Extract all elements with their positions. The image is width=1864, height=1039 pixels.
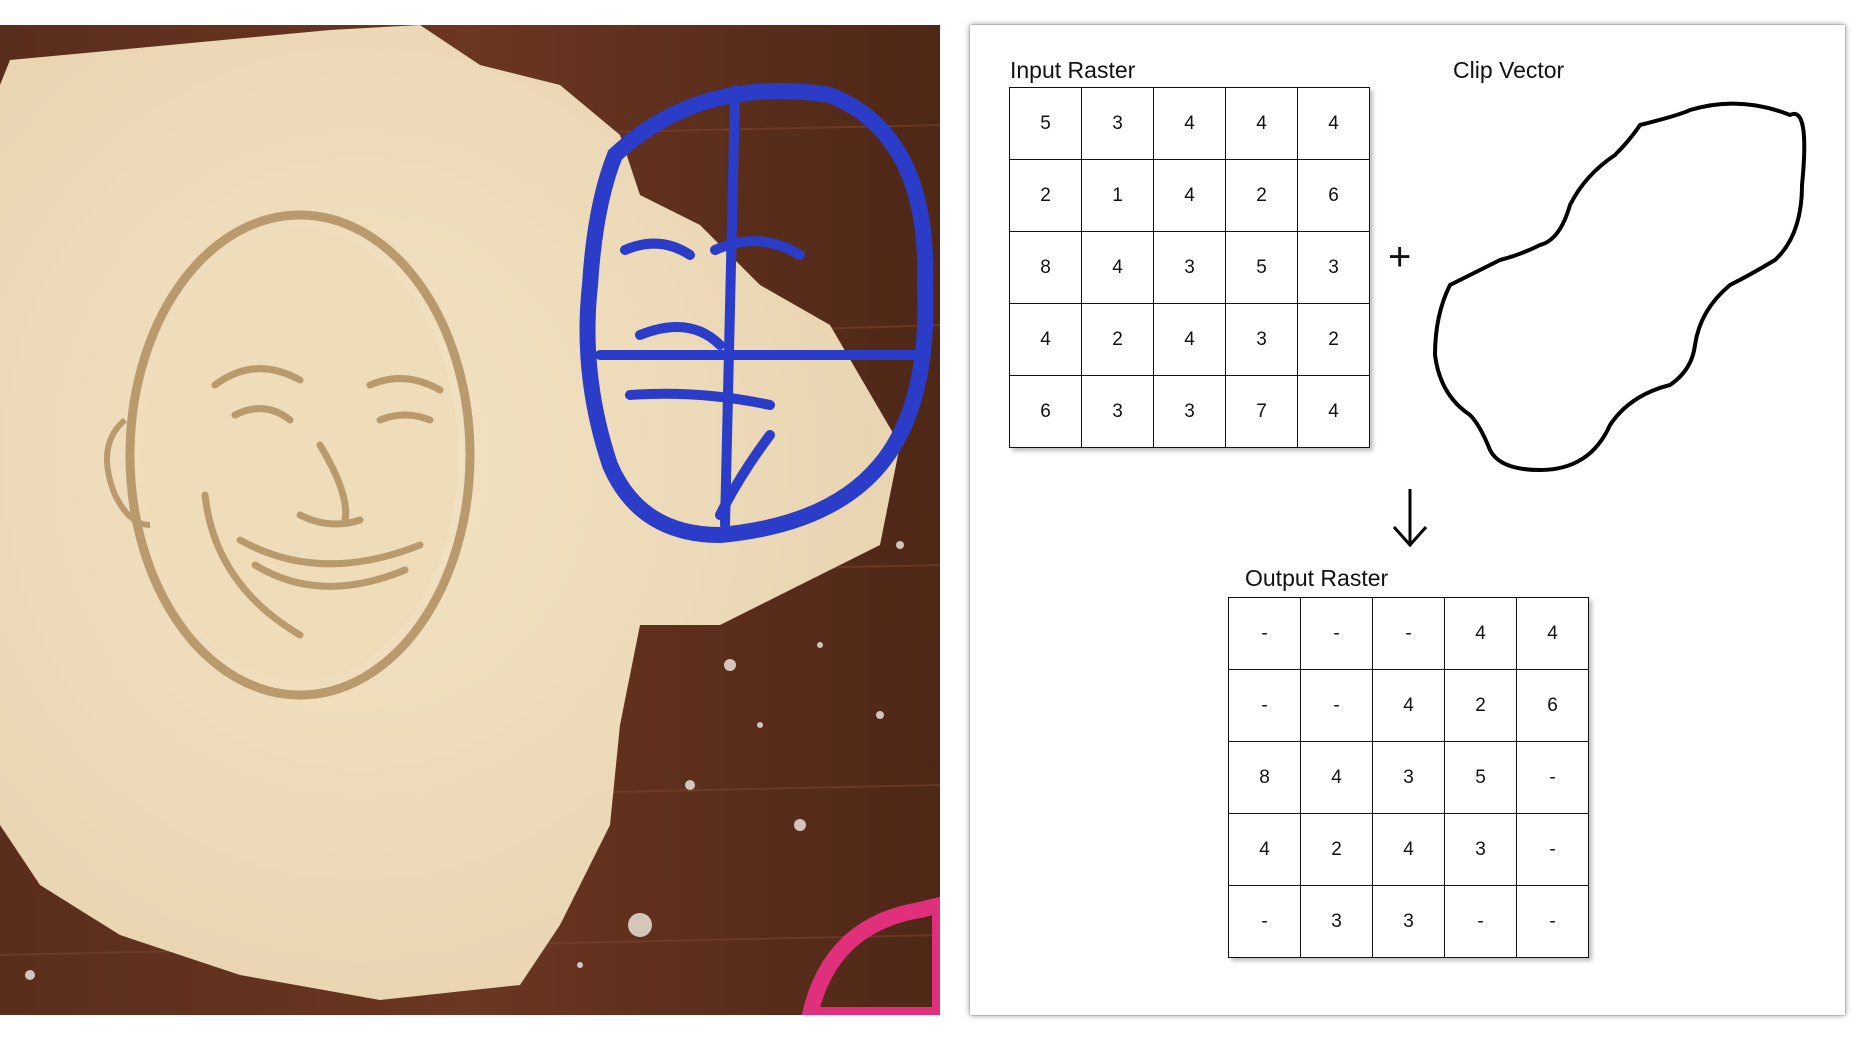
output-raster-cell: 2	[1301, 814, 1373, 886]
output-raster-cell: 8	[1229, 742, 1301, 814]
cookie-cutter-photo	[0, 25, 940, 1015]
output-raster-cell: -	[1517, 886, 1589, 958]
output-raster-cell: 4	[1517, 598, 1589, 670]
output-raster-label: Output Raster	[1245, 565, 1389, 591]
input-raster-cell: 4	[1154, 88, 1226, 160]
input-raster-cell: 4	[1298, 376, 1370, 448]
output-raster-cell: -	[1373, 598, 1445, 670]
output-raster-cell: -	[1445, 886, 1517, 958]
input-raster-cell: 2	[1298, 304, 1370, 376]
input-raster-cell: 3	[1082, 88, 1154, 160]
input-raster-cell: 3	[1226, 304, 1298, 376]
face-impression	[104, 210, 475, 700]
input-raster-cell: 5	[1226, 232, 1298, 304]
input-raster-cell: 3	[1082, 376, 1154, 448]
input-raster-cell: 4	[1154, 160, 1226, 232]
output-raster-cell: -	[1229, 598, 1301, 670]
output-raster-cell: -	[1301, 598, 1373, 670]
input-raster-cell: 3	[1154, 376, 1226, 448]
input-raster-cell: 2	[1082, 304, 1154, 376]
input-raster-cell: 2	[1010, 160, 1082, 232]
input-raster-cell: 1	[1082, 160, 1154, 232]
down-arrow-icon	[1392, 489, 1428, 548]
output-raster-cell: -	[1517, 814, 1589, 886]
blue-cookie-cutter	[579, 83, 934, 544]
input-raster-cell: 3	[1154, 232, 1226, 304]
output-raster-cell: -	[1229, 670, 1301, 742]
output-raster-cell: 2	[1445, 670, 1517, 742]
clip-vector-label: Clip Vector	[1453, 57, 1565, 83]
input-raster-cell: 6	[1010, 376, 1082, 448]
output-raster-cell: 3	[1373, 886, 1445, 958]
output-raster-cell: 4	[1229, 814, 1301, 886]
output-raster-cell: 3	[1301, 886, 1373, 958]
output-raster-cell: 4	[1445, 598, 1517, 670]
input-raster-cell: 5	[1010, 88, 1082, 160]
output-raster-cell: 5	[1445, 742, 1517, 814]
output-raster-cell: 4	[1301, 742, 1373, 814]
input-raster-cell: 4	[1082, 232, 1154, 304]
input-raster-cell: 4	[1154, 304, 1226, 376]
output-raster-cell: 3	[1373, 742, 1445, 814]
clip-vector-shape	[1433, 101, 1807, 472]
input-raster-cell: 7	[1226, 376, 1298, 448]
input-raster-cell: 4	[1226, 88, 1298, 160]
output-raster-cell: -	[1301, 670, 1373, 742]
input-raster-label: Input Raster	[1010, 57, 1136, 83]
output-raster-cell: -	[1229, 886, 1301, 958]
output-raster-cell: 4	[1373, 670, 1445, 742]
output-raster-cell: -	[1517, 742, 1589, 814]
input-raster-cell: 8	[1010, 232, 1082, 304]
pink-cookie-cutter	[801, 896, 940, 1015]
output-raster-cell: 4	[1373, 814, 1445, 886]
input-raster-cell: 4	[1298, 88, 1370, 160]
plus-sign: +	[1388, 235, 1412, 279]
output-raster-cell: 3	[1445, 814, 1517, 886]
input-raster-cell: 4	[1010, 304, 1082, 376]
input-raster-cell: 3	[1298, 232, 1370, 304]
input-raster-cell: 2	[1226, 160, 1298, 232]
input-raster-cell: 6	[1298, 160, 1370, 232]
output-raster-cell: 6	[1517, 670, 1589, 742]
